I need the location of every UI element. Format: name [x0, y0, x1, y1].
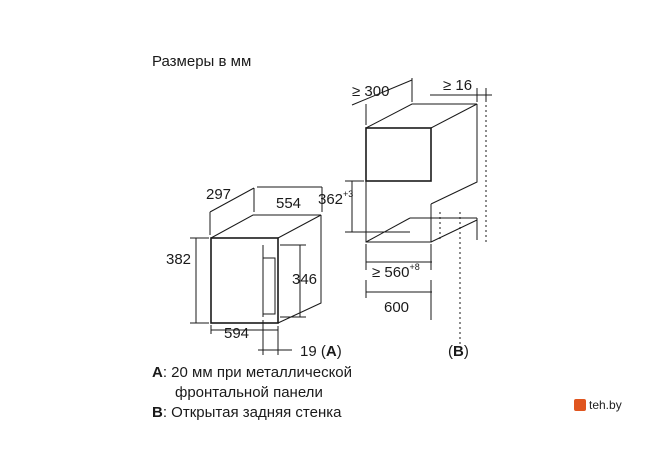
- cabinet-drawing: ≥ 300 ≥ 16 362+3 ≥ 560+8 600 (B): [318, 77, 492, 360]
- legend-b-line: B: Открытая задняя стенка: [152, 404, 342, 421]
- cabinet-top-face: [365, 103, 478, 129]
- label-front-offset: 19 (A): [300, 343, 342, 360]
- cart-icon: [574, 399, 586, 411]
- label-niche-width-min: ≥ 560+8: [372, 262, 420, 281]
- cabinet-upper-front: [365, 127, 432, 182]
- watermark-text: teh.by: [589, 398, 622, 412]
- legend-a-line-1: A: 20 мм при металлической: [152, 364, 352, 381]
- device-control-panel: [262, 257, 276, 315]
- diagram-title: Размеры в мм: [152, 53, 251, 70]
- watermark: teh.by: [574, 398, 622, 412]
- cabinet-niche: [365, 181, 432, 243]
- device-front-face: [210, 237, 279, 324]
- label-device-depth: 297: [206, 186, 231, 203]
- device-side-face: [277, 215, 322, 324]
- device-top-face: [210, 214, 322, 239]
- label-rear-ref: (B): [448, 343, 469, 360]
- label-gap-right-min: ≥ 16: [443, 77, 472, 94]
- label-cabinet-width: 600: [384, 299, 409, 316]
- legend-a-line-2: фронтальной панели: [175, 384, 323, 401]
- dim-line-297: [209, 187, 255, 213]
- label-device-height: 382: [166, 251, 191, 268]
- legend: A: 20 мм при металлической фронтальной п…: [152, 364, 352, 421]
- label-device-inner-height: 346: [292, 271, 317, 288]
- label-depth-top-min: ≥ 300: [352, 83, 389, 100]
- label-device-width-top: 554: [276, 195, 301, 212]
- dim-line-300: [351, 79, 413, 106]
- label-device-width-bottom: 594: [224, 325, 249, 342]
- label-niche-height: 362+3: [318, 189, 353, 208]
- device-drawing: 297 554 382 346 594 19 (A): [166, 186, 342, 360]
- cabinet-right-face: [430, 104, 478, 205]
